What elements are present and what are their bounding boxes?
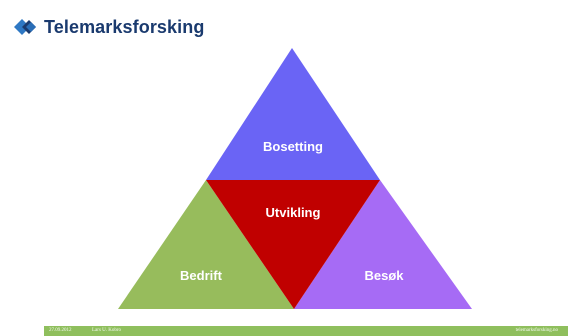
triangle-top: [206, 48, 380, 180]
logo-text: Telemarksforsking: [44, 16, 205, 37]
label-top: Bosetting: [263, 139, 323, 154]
triangle-center: [206, 180, 380, 309]
label-left: Bedrift: [180, 268, 223, 283]
footer-date: 27.09.2012: [49, 328, 72, 333]
diamond-logo-icon: [14, 19, 36, 35]
label-right: Besøk: [364, 268, 404, 283]
logo: Telemarksforsking: [12, 14, 204, 40]
footer-website: telemarksforsking.no: [515, 328, 558, 333]
footer-author: Lars U. Kobro: [92, 328, 122, 333]
label-center: Utvikling: [266, 205, 321, 220]
triangle-right: [294, 180, 472, 309]
footer-bar: 27.09.2012 Lars U. Kobro telemarksforski…: [44, 326, 568, 336]
triangle-left: [118, 180, 294, 309]
